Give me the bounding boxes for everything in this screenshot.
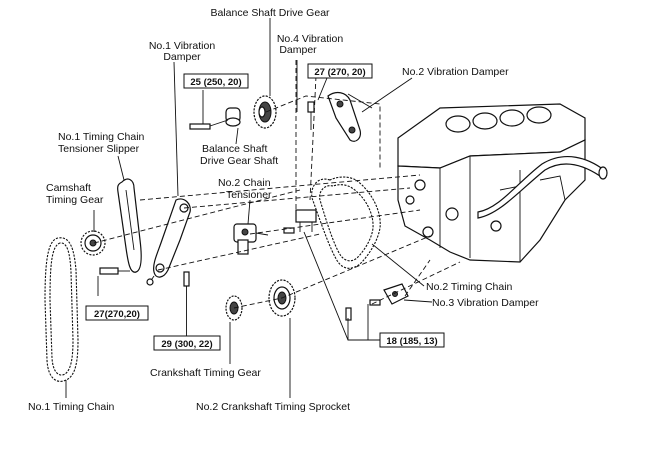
no2-chain-tensioner xyxy=(233,223,269,255)
balance-shaft-drive-gear-shaft xyxy=(225,107,241,127)
no1-vibration-damper xyxy=(146,198,191,286)
torque-spec-27-top: 27 (270, 20) xyxy=(307,63,373,79)
balance-shaft-drive-gear xyxy=(253,95,277,129)
no3-vibration-damper xyxy=(345,283,409,321)
label-balance-shaft-gear-shaft-2: Drive Gear Shaft xyxy=(200,155,278,167)
torque-spec-25-text: 25 (250, 20) xyxy=(190,77,241,88)
torque-spec-18-text: 18 (185, 13) xyxy=(386,336,437,347)
label-camshaft-timing-gear-2: Timing Gear xyxy=(46,194,104,206)
label-balance-shaft-gear-shaft-1: Balance Shaft xyxy=(202,143,267,155)
label-no2-chain-tensioner-2: Tensioner xyxy=(226,189,272,201)
label-no1-tensioner-slipper-1: No.1 Timing Chain xyxy=(58,131,145,143)
dipstick-tube xyxy=(477,156,608,219)
label-no3-vibration-damper: No.3 Vibration Damper xyxy=(432,297,539,309)
damper-bolt-29 xyxy=(183,271,190,336)
camshaft-gear-bolt xyxy=(99,267,130,275)
label-no2-chain-tensioner-1: No.2 Chain xyxy=(218,177,271,189)
torque-spec-29-text: 29 (300, 22) xyxy=(161,339,212,350)
label-crankshaft-timing-gear: Crankshaft Timing Gear xyxy=(150,367,261,379)
torque-spec-27-top-text: 27 (270, 20) xyxy=(314,67,365,78)
torque-spec-27-left-text: 27(270,20) xyxy=(94,309,140,320)
no4-vibration-damper xyxy=(295,209,317,232)
balance-gear-bolt xyxy=(189,119,229,130)
engine-block xyxy=(397,103,586,263)
torque-spec-27-left: 27(270,20) xyxy=(85,305,149,321)
alignment-lines xyxy=(93,60,461,309)
label-no2-timing-chain: No.2 Timing Chain xyxy=(426,281,513,293)
center-bolts xyxy=(283,101,315,234)
torque-spec-25: 25 (250, 20) xyxy=(183,73,249,89)
leader-lines xyxy=(65,18,433,398)
part-labels: Balance Shaft Drive Gear No.1 Vibration … xyxy=(28,7,539,413)
label-no2-crankshaft-sprocket: No.2 Crankshaft Timing Sprocket xyxy=(196,401,350,413)
no1-timing-chain xyxy=(44,237,79,382)
no2-timing-chain xyxy=(311,176,381,269)
label-camshaft-timing-gear-1: Camshaft xyxy=(46,182,91,194)
label-no1-timing-chain: No.1 Timing Chain xyxy=(28,401,115,413)
label-no2-vibration-damper: No.2 Vibration Damper xyxy=(402,66,509,78)
no2-vibration-damper xyxy=(327,91,373,142)
label-no4-vibration-damper-2: Damper xyxy=(279,44,317,56)
label-no1-vibration-damper-2: Damper xyxy=(163,51,201,63)
label-balance-shaft-drive-gear: Balance Shaft Drive Gear xyxy=(210,7,330,19)
no1-tensioner-slipper xyxy=(117,178,142,273)
label-no4-vibration-damper-1: No.4 Vibration xyxy=(277,33,344,45)
label-no1-vibration-damper-1: No.1 Vibration xyxy=(149,40,216,52)
camshaft-timing-gear xyxy=(80,230,106,256)
torque-spec-18: 18 (185, 13) xyxy=(379,332,445,348)
torque-spec-29: 29 (300, 22) xyxy=(153,335,221,351)
label-no1-tensioner-slipper-2: Tensioner Slipper xyxy=(58,143,140,155)
